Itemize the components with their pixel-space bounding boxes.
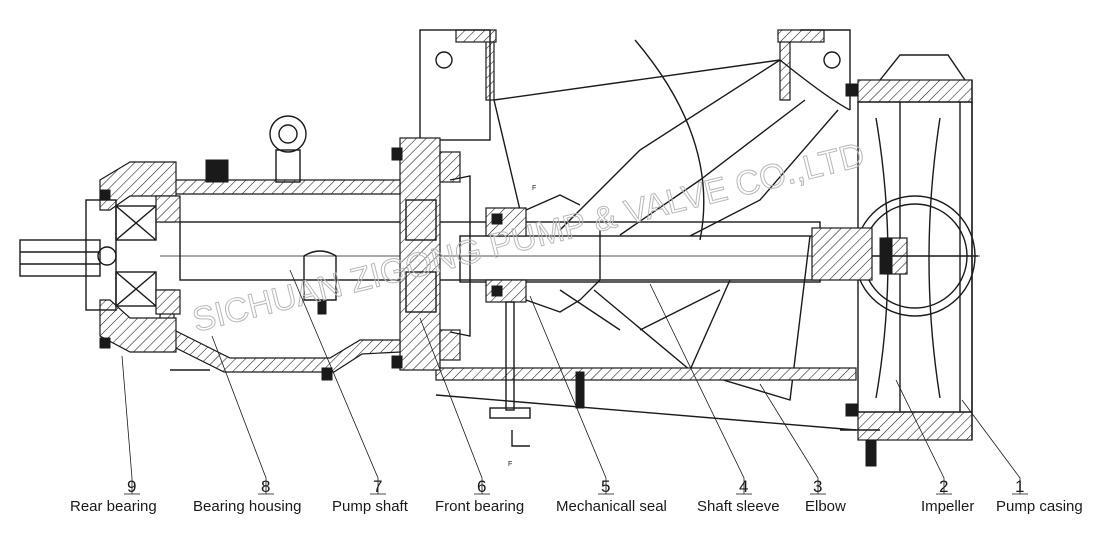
callout-number-2: 2 — [939, 477, 948, 496]
part-label-6: Front bearing — [435, 498, 525, 515]
callout-layer: 1 2 3 4 5 6 7 8 9 — [121, 269, 1028, 496]
leader-line-4 — [649, 283, 745, 494]
leader-line-7 — [289, 269, 379, 494]
callout-number-3: 3 — [813, 477, 822, 496]
part-label-7: Pump shaft — [332, 498, 408, 515]
part-label-9: Rear bearing — [70, 498, 157, 515]
leader-line-5 — [529, 295, 607, 494]
rear-bearing-drawing — [85, 161, 181, 353]
callout-number-6: 6 — [477, 477, 486, 496]
leader-line-2 — [895, 379, 945, 494]
part-label-8: Bearing housing — [193, 498, 302, 515]
callout-number-4: 4 — [739, 477, 748, 496]
part-label-1: Pump casing — [996, 498, 1083, 515]
part-label-2: Impeller — [921, 498, 975, 515]
callout-number-7: 7 — [373, 477, 382, 496]
view-marker-f-top: F — [532, 185, 536, 192]
callout-number-1: 1 — [1015, 477, 1024, 496]
mechanical-seal-drawing: F F — [485, 185, 601, 468]
leader-line-8 — [211, 335, 267, 494]
leader-line-3 — [759, 383, 819, 494]
front-bearing-drawing — [391, 137, 471, 371]
view-marker-f: F — [508, 461, 512, 468]
bearing-housing-drawing — [159, 115, 401, 381]
part-label-4: Shaft sleeve — [697, 498, 780, 515]
leader-line-1 — [961, 399, 1021, 494]
leader-line-6 — [419, 317, 483, 494]
elbow-drawing — [419, 29, 857, 431]
callout-number-5: 5 — [601, 477, 610, 496]
watermark-text: SICHUAN ZIGONG PUMP & VALVE CO.,LTD — [189, 136, 869, 340]
callout-number-9: 9 — [127, 477, 136, 496]
part-label-3: Elbow — [805, 498, 846, 515]
callout-number-8: 8 — [261, 477, 270, 496]
leader-line-9 — [121, 355, 133, 494]
part-label-5: Mechanicall seal — [556, 498, 667, 515]
